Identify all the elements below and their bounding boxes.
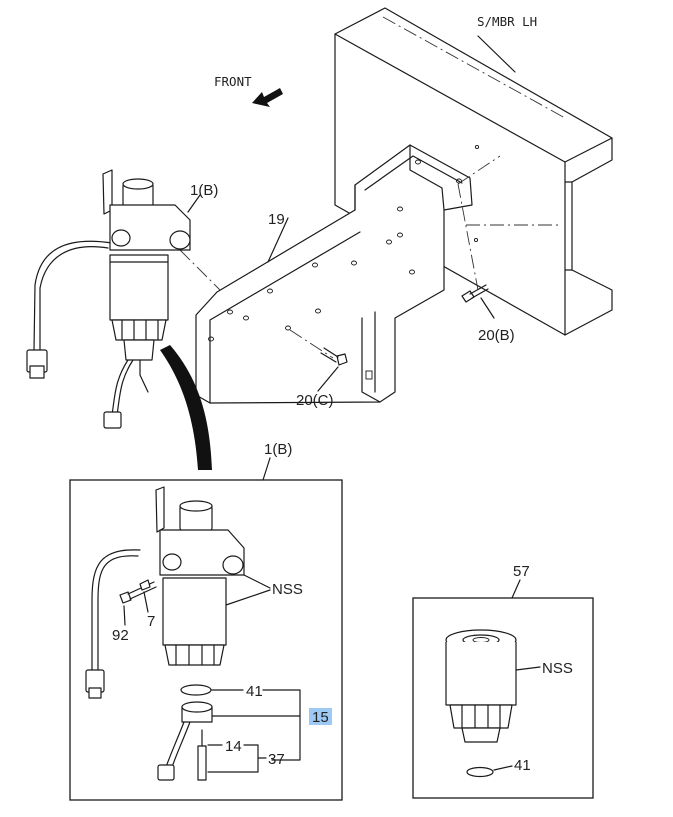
callout-37: 37 (268, 751, 285, 768)
callout-14: 14 (225, 738, 242, 755)
callout-20c: 20(C) (296, 392, 334, 409)
fuel-filter-assembly (26, 169, 201, 429)
bracket-holes (208, 159, 462, 342)
callout-1b-top: 1(B) (190, 182, 218, 199)
bolt-20b (457, 183, 495, 319)
callout-nss-detail: NSS (272, 581, 303, 598)
callout-41: 41 (246, 683, 263, 700)
callout-15[interactable]: 15 (312, 709, 329, 726)
bracket-19 (195, 144, 560, 404)
part-15-highlight (309, 708, 332, 725)
callout-1b-detail: 1(B) (264, 441, 292, 458)
callout-19: 19 (268, 211, 285, 228)
frame-side-member (334, 7, 613, 336)
callout-57: 57 (513, 563, 530, 580)
callout-41-element: 41 (514, 757, 531, 774)
bolt-20c (289, 329, 348, 392)
front-label: FRONT (214, 74, 252, 89)
callout-7: 7 (147, 613, 155, 630)
detail-leader-arrow (160, 345, 212, 470)
detail-box-57 (412, 579, 594, 799)
frame-member-label: S/MBR LH (477, 14, 537, 29)
callout-nss-element: NSS (542, 660, 573, 677)
detail-box-1b (69, 457, 343, 801)
arrow-up-left-icon (252, 88, 283, 107)
callout-20b: 20(B) (478, 327, 515, 344)
callout-92: 92 (112, 627, 129, 644)
